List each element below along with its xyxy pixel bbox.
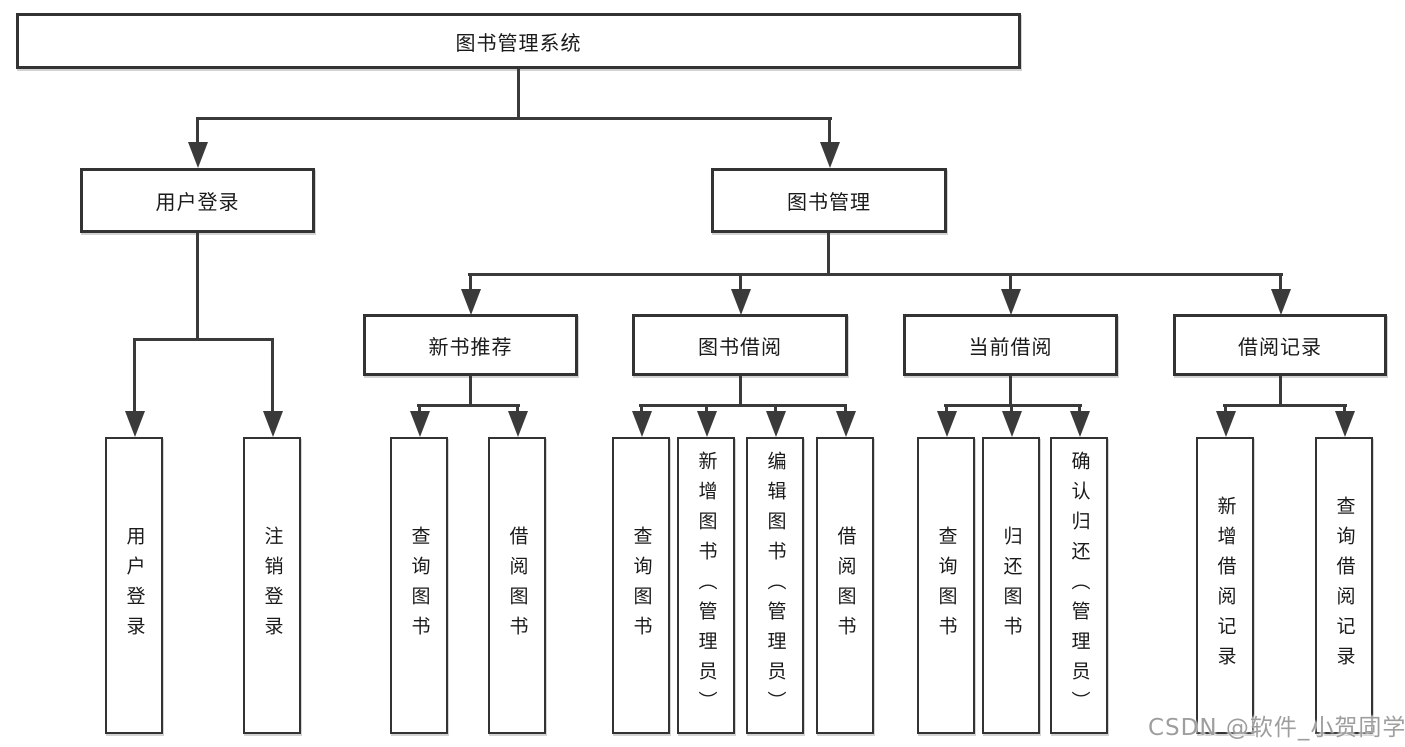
connector-arrow-down (1009, 273, 1012, 289)
connector-line-v (1279, 376, 1282, 407)
connector-line-h (417, 404, 520, 407)
node-label: 新书推荐 (428, 334, 513, 359)
connector-line-v (1009, 376, 1012, 407)
connector-arrow-down (945, 404, 948, 411)
node-book-borrowing: 图书借阅 (632, 314, 848, 376)
node-label: 新增图书（管理员） (695, 450, 718, 721)
node-label: 确认归还（管理员） (1068, 450, 1091, 721)
node-label: 查询图书 (630, 525, 653, 646)
node-logout-login: 注销登录 (243, 437, 301, 734)
connector-arrow-down (271, 338, 274, 411)
connector-line-v (469, 376, 472, 407)
node-label: 查询图书 (408, 525, 431, 646)
node-label: 借阅记录 (1238, 334, 1322, 359)
connector-arrow-down (844, 404, 847, 411)
connector-line-v (196, 233, 199, 341)
node-borrowing-edit-books-admin: 编辑图书（管理员） (746, 437, 804, 734)
connector-arrow-down (133, 338, 136, 411)
node-label: 归还图书 (1000, 525, 1023, 646)
node-label: 编辑图书（管理员） (764, 450, 787, 721)
connector-line-h (944, 404, 1082, 407)
node-label: 图书管理系统 (455, 30, 582, 55)
connector-arrow-down (196, 117, 199, 142)
node-library-management-system: 图书管理系统 (16, 13, 1021, 69)
connector-arrow-down (774, 404, 777, 411)
connector-arrow-down (705, 404, 708, 411)
connector-line-h (196, 117, 832, 120)
connector-arrow-down (1343, 404, 1346, 411)
node-user-login: 用户登录 (105, 437, 163, 734)
node-label: 新增借阅记录 (1214, 495, 1237, 676)
node-new-book-recommend: 新书推荐 (363, 314, 578, 376)
node-current-query-books: 查询图书 (917, 437, 975, 734)
node-current-return-books: 归还图书 (982, 437, 1040, 734)
connector-arrow-down (1279, 273, 1282, 289)
node-label: 借阅图书 (506, 525, 529, 646)
node-label: 用户登录 (155, 190, 240, 214)
node-borrowing-add-books-admin: 新增图书（管理员） (677, 437, 735, 734)
connector-arrow-down (1010, 404, 1013, 411)
connector-arrow-down (1078, 404, 1081, 411)
node-label: 查询图书 (935, 525, 958, 646)
connector-arrow-down (516, 404, 519, 411)
connector-line-h (468, 273, 1283, 276)
connector-line-h (1223, 404, 1347, 407)
node-label: 当前借阅 (968, 334, 1053, 359)
node-records-add-borrow-record: 新增借阅记录 (1196, 437, 1254, 734)
connector-line-v (517, 69, 520, 120)
connector-line-h (639, 404, 846, 407)
connector-arrow-down (1224, 404, 1227, 411)
node-book-management-group: 图书管理 (711, 168, 947, 233)
connector-arrow-down (739, 273, 742, 289)
node-label: 图书管理 (787, 190, 871, 214)
connector-arrow-down (469, 273, 472, 289)
node-current-confirm-return-admin: 确认归还（管理员） (1050, 437, 1108, 734)
node-newrec-query-books: 查询图书 (390, 437, 448, 734)
node-borrowing-borrow-books: 借阅图书 (816, 437, 874, 734)
connector-arrow-down (418, 404, 421, 411)
csdn-watermark: CSDN @软件_小贺同学 (1148, 715, 1405, 741)
connector-line-h (133, 338, 274, 341)
node-current-borrowing: 当前借阅 (903, 314, 1118, 376)
node-label: 图书借阅 (698, 334, 782, 359)
node-records-query-borrow-record: 查询借阅记录 (1315, 437, 1373, 734)
node-label: 注销登录 (261, 525, 284, 646)
connector-line-v (827, 233, 830, 276)
connector-arrow-down (640, 404, 643, 411)
node-label: 用户登录 (123, 525, 146, 646)
node-borrowing-query-books: 查询图书 (612, 437, 670, 734)
connector-line-v (739, 376, 742, 407)
node-borrowing-records: 借阅记录 (1173, 314, 1387, 376)
node-newrec-borrow-books: 借阅图书 (488, 437, 546, 734)
node-user-login-group: 用户登录 (80, 168, 315, 233)
node-label: 查询借阅记录 (1333, 495, 1356, 676)
node-label: 借阅图书 (834, 525, 857, 646)
connector-arrow-down (828, 117, 831, 142)
